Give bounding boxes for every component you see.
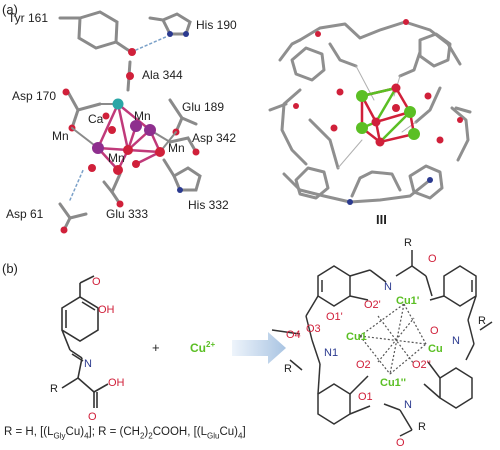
complex-cu1-double-prime: Cu1'' [380, 377, 406, 389]
complex-r-bottom: R [418, 421, 426, 433]
complex-o-top: O [428, 253, 437, 265]
complex-r-top: R [404, 237, 412, 249]
complex-r-left: R [284, 363, 292, 375]
ligand-carbonyl-o: O [88, 411, 97, 423]
ligand-oh: OH [98, 304, 115, 316]
label-asp61: Asp 61 [6, 207, 44, 221]
label-mn-left: Mn [52, 129, 69, 143]
label-mn-mid: Mn [108, 151, 125, 165]
caption: R = H, [(LGlyCu)4]; R = (CH2)2COOH, [(LG… [4, 426, 246, 441]
label-ala344: Ala 344 [142, 68, 183, 82]
complex-cu1-prime: Cu1' [396, 295, 420, 307]
complex-o2: O2 [356, 359, 371, 371]
cu-ion: Cu2+ [190, 340, 215, 355]
mn-atom [92, 142, 104, 154]
ligand-methoxy-o: O [92, 276, 101, 288]
ligand-n: N [84, 358, 92, 370]
cu4-complex [271, 250, 493, 437]
complex-o2-prime: O2' [364, 299, 381, 311]
label-glu333: Glu 333 [106, 207, 148, 221]
complex-cu-right: Cu [428, 343, 443, 355]
mn-atom [130, 120, 142, 132]
complex-o2-double-prime: O2'' [412, 359, 431, 371]
complex-o3: O3 [306, 323, 321, 335]
mn-atom [144, 124, 156, 136]
label-glu189: Glu 189 [182, 100, 224, 114]
label-mn-top: Mn [134, 109, 151, 123]
label-mn-right: Mn [168, 141, 185, 155]
label-his332: His 332 [188, 198, 229, 212]
label-his190: His 190 [196, 18, 237, 32]
label-asp170: Asp 170 [12, 89, 56, 103]
label-ca: Ca [88, 112, 104, 126]
reaction-arrow [232, 332, 286, 364]
complex-o-bottom: O [396, 437, 405, 449]
ligand-acid-oh: OH [108, 377, 125, 389]
label-asp342: Asp 342 [192, 131, 236, 145]
plus-sign: + [152, 340, 160, 355]
complex-n-right: N [452, 335, 460, 347]
tyr-oxygen [128, 48, 136, 56]
panel-b-tag: (b) [2, 261, 18, 276]
cage-structure [268, 19, 472, 205]
cu-core [359, 303, 427, 375]
oec-structure [58, 10, 202, 234]
complex-n1: N1 [324, 347, 338, 359]
complex-n-top: N [384, 281, 392, 293]
complex-cu1: Cu1 [346, 331, 367, 343]
label-tyr161: Tyr 161 [8, 11, 48, 25]
compound-label-iii: III [376, 212, 387, 227]
tyr161-ring [58, 10, 130, 52]
ca-atom [112, 98, 124, 110]
panel-a-tag: (a) [2, 2, 18, 17]
complex-o4: O4 [286, 329, 301, 341]
complex-r-right: R [478, 315, 486, 327]
complex-o-right: O [430, 325, 439, 337]
complex-n-bottom: N [404, 399, 412, 411]
complex-o1: O1 [358, 391, 373, 403]
ligand-r: R [50, 383, 58, 395]
ligand-structure [61, 275, 109, 408]
complex-o1-prime: O1' [326, 311, 343, 323]
